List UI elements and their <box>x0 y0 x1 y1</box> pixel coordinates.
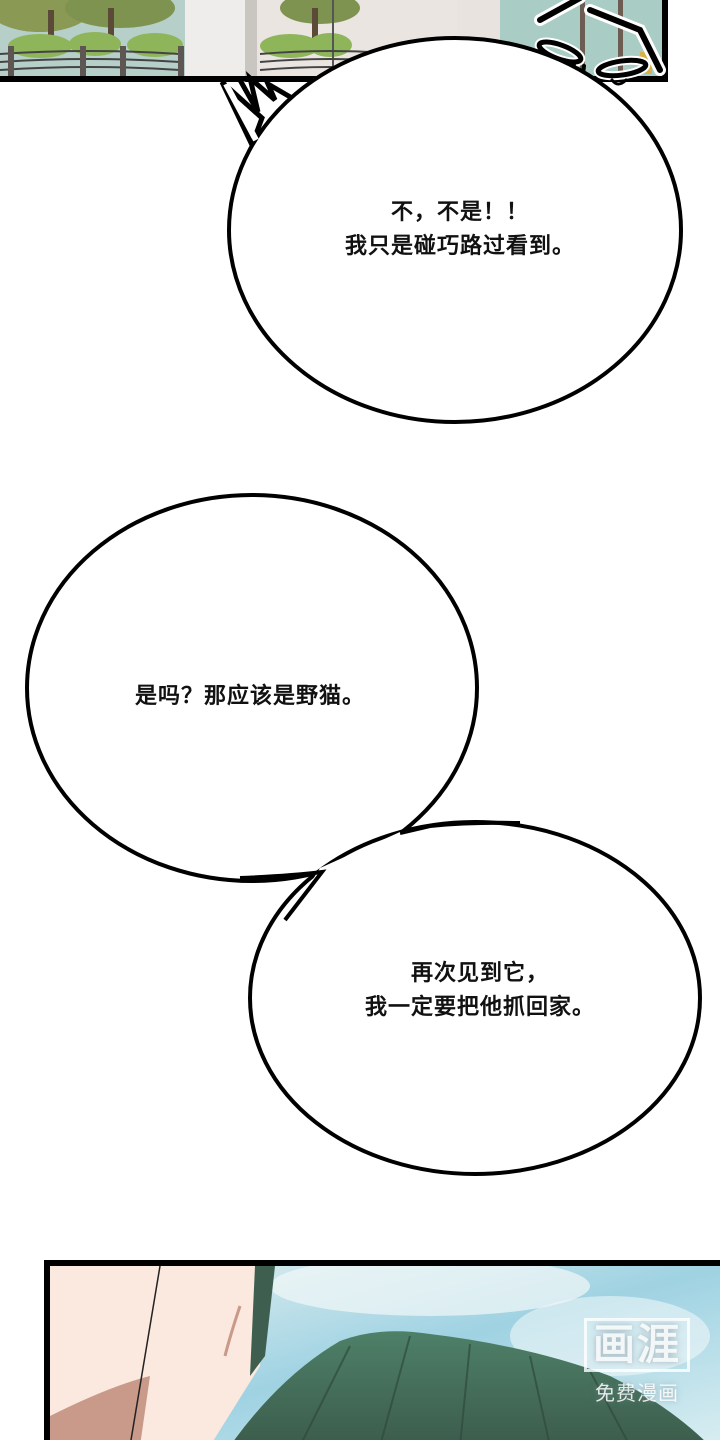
bubble-1-text: 不，不是！！ 我只是碰巧路过看到。 <box>344 200 575 259</box>
watermark: 画涯 免费漫画 <box>583 1318 690 1408</box>
watermark-subtitle: 免费漫画 <box>594 1381 679 1405</box>
street-scene-art <box>0 0 662 76</box>
bubble-3-text: 再次见到它， 我一定要把他抓回家。 <box>364 961 595 1020</box>
speech-bubble-2-and-3 <box>25 493 702 1176</box>
watermark-logo: 画涯 <box>583 1318 690 1372</box>
bottom-panel-illustration <box>44 1260 720 1440</box>
top-panel-illustration <box>0 0 668 82</box>
bubble-2-text: 是吗？那应该是野猫。 <box>134 684 365 709</box>
character-closeup-art <box>50 1266 720 1440</box>
